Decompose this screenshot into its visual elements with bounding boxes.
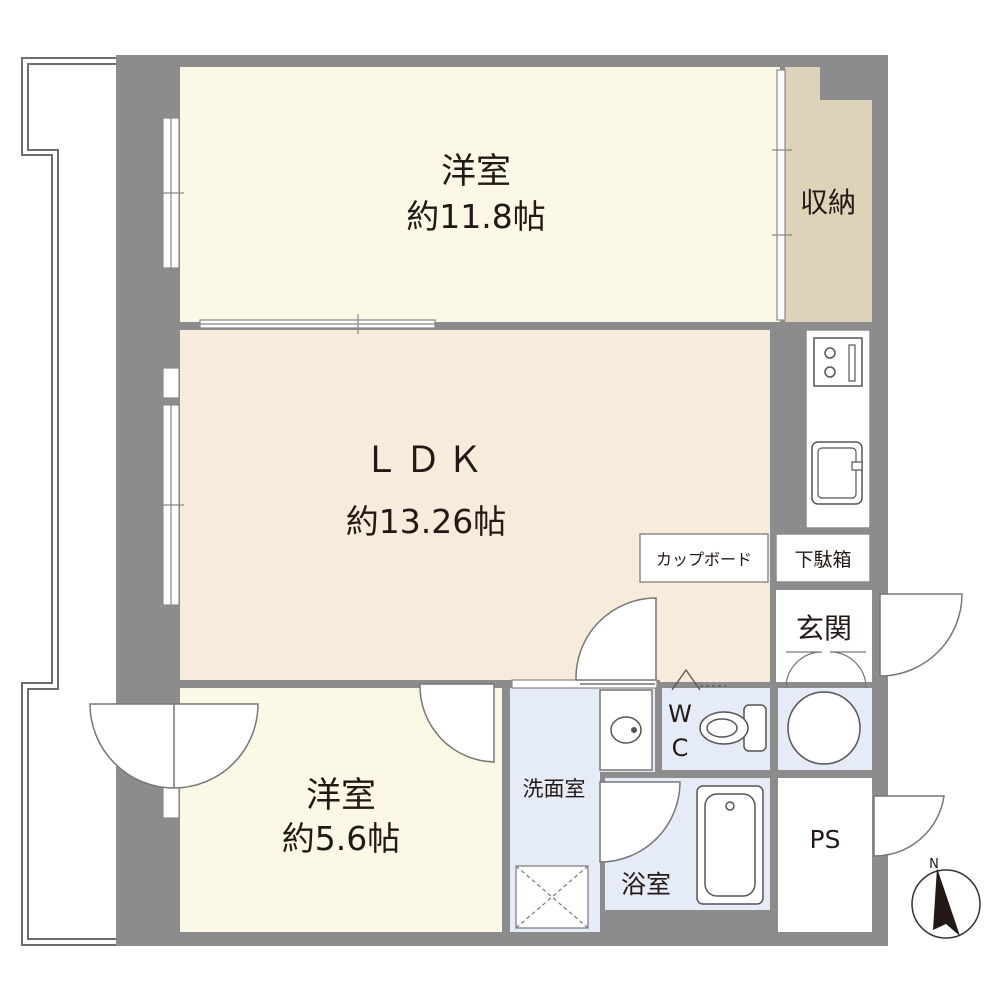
bathroom-label: 浴室 [621, 870, 671, 899]
north-arrow-icon [933, 868, 960, 936]
door-bathroom [599, 781, 681, 863]
bathtub-icon [696, 785, 764, 905]
entrance-label: 玄関 [796, 612, 852, 645]
cupboard-label: カップボード [656, 550, 752, 569]
laundry-drain-icon [515, 865, 589, 929]
door-entrance [879, 593, 963, 677]
balcony-outline [21, 57, 118, 946]
western-room-1-floor [180, 67, 780, 322]
western-room-1-area: 約11.8帖 [406, 197, 545, 236]
door-hall [575, 597, 657, 681]
washer-pan-icon [787, 691, 861, 765]
door-room2-window [89, 703, 259, 789]
toilet-label-w: W [668, 700, 692, 728]
pipe-space-label: PS [810, 825, 841, 854]
stove-icon [813, 337, 863, 387]
western-room-2-name: 洋室 [306, 776, 376, 816]
kitchen-counter [805, 329, 871, 529]
sink-icon [811, 441, 863, 505]
sliding-door-washroom [511, 679, 658, 689]
vanity-basin-icon [599, 689, 653, 771]
western-room-2-area: 約5.6帖 [282, 819, 400, 858]
door-entrance-closet [785, 651, 867, 689]
ldk-area: 約13.26帖 [346, 502, 506, 541]
step-marker-icon [671, 668, 726, 691]
cupboard [639, 533, 769, 583]
compass: N [911, 857, 981, 939]
shoe-box-label: 下駄箱 [794, 549, 851, 571]
toilet-icon [699, 704, 767, 752]
washroom-label: 洗面室 [523, 777, 586, 801]
storage-floor [785, 67, 872, 322]
storage-label: 収納 [800, 186, 856, 219]
door-room2 [419, 683, 495, 763]
sliding-door-storage [772, 69, 792, 321]
shoe-box [775, 533, 871, 583]
toilet-label-c: C [672, 734, 689, 762]
hall-floor [660, 590, 770, 682]
compass-north-label: N [929, 857, 939, 872]
western-room-1-name: 洋室 [441, 152, 511, 192]
ldk-name: ＬＤＫ [363, 440, 489, 481]
pipe-space-floor [778, 778, 872, 932]
door-pipe-space [873, 795, 945, 857]
sliding-door-room1 [199, 314, 436, 334]
